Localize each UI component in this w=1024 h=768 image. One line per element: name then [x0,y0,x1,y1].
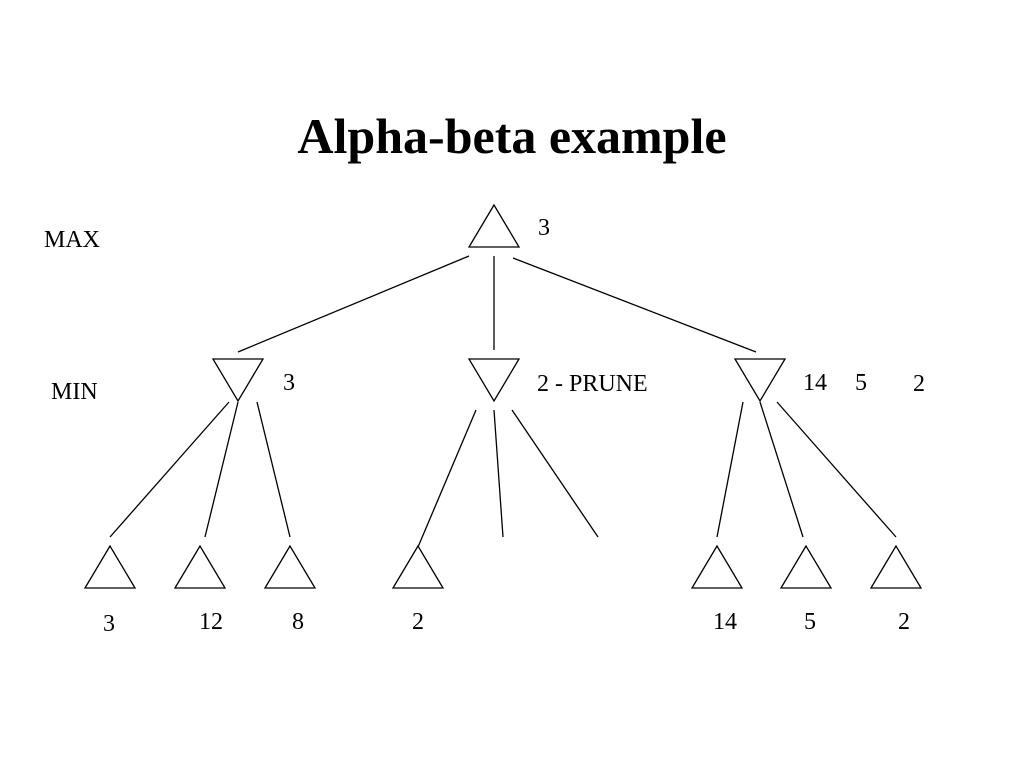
leaf-value-6: 5 [804,609,816,635]
edge-min-1-to-leaf-3 [256,401,291,538]
min-2-edges [417,409,599,548]
leaf-node-1 [83,544,137,589]
edge-min-3-to-leaf-5 [716,401,744,538]
leaf-value-7: 2 [898,609,910,635]
edge-min-2-to-leaf-4 [417,409,477,548]
leaf-node-3 [263,544,317,589]
min-node-3 [733,358,787,403]
leaf-node-4 [391,544,445,589]
edge-min-3-to-leaf-7 [776,401,897,538]
min-node-3-value-3: 2 [913,371,925,397]
leaf-value-1: 3 [103,611,115,637]
leaf-value-3: 8 [292,609,304,635]
leaf-node-2 [173,544,227,589]
min-node-3-value-2: 5 [855,370,867,396]
min-3-edges [716,401,897,538]
leaf-value-2: 12 [199,609,223,635]
min-node-2-value: 2 - PRUNE [537,371,648,397]
slide-title: Alpha-beta example [297,108,726,164]
level-label-min: MIN [51,379,98,405]
min-1-edges [109,401,291,538]
root-edges [237,255,757,353]
min-node-2 [467,358,521,403]
leaf-node-6 [779,544,833,589]
max-root-value: 3 [538,215,550,241]
min-node-1 [211,358,265,403]
edge-min-2-pruned-branch-2 [511,409,599,538]
min-node-1-value: 3 [283,370,295,396]
leaf-value-4: 2 [412,609,424,635]
edge-root-to-min-3 [512,257,757,353]
edge-min-1-to-leaf-1 [109,401,230,538]
leaf-node-7 [869,544,923,589]
max-root-node [467,203,521,248]
edge-root-to-min-1 [237,255,470,353]
leaf-node-5 [690,544,744,589]
min-node-3-value-1: 14 [803,370,827,396]
edge-min-1-to-leaf-2 [204,401,239,538]
edge-min-2-pruned-branch-1 [493,409,504,538]
level-label-max: MAX [44,227,100,253]
edge-min-3-to-leaf-6 [759,401,804,538]
leaf-value-5: 14 [713,609,737,635]
